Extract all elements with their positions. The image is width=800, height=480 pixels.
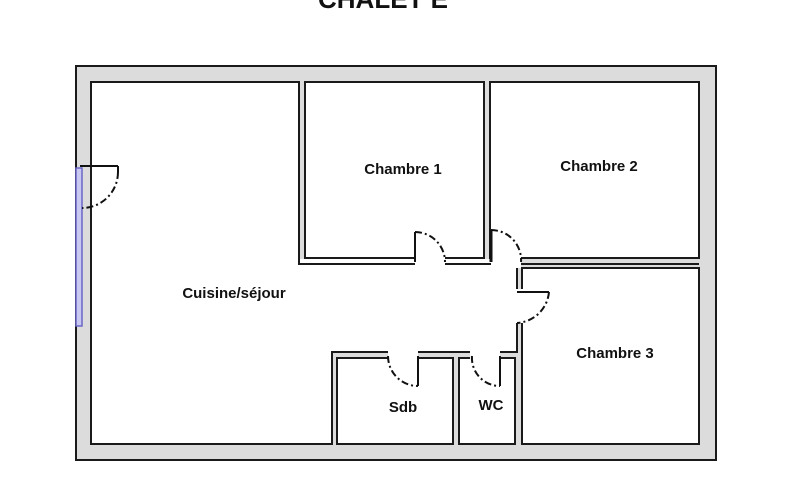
- door-chambre-3: [516, 291, 550, 324]
- label-sdb: Sdb: [389, 399, 417, 416]
- room-cuisine-sejour: [90, 81, 518, 445]
- door-wc: [470, 355, 501, 388]
- door-gap-sdb: [388, 350, 418, 360]
- room-chambre-2: [489, 81, 700, 259]
- door-chambre-2: [489, 228, 523, 263]
- room-chambre-3: [521, 267, 700, 445]
- label-chambre-3: Chambre 3: [576, 345, 654, 362]
- plan-title: CHALET E: [318, 0, 448, 14]
- label-cuisine-sejour: Cuisine/séjour: [182, 285, 286, 302]
- door-gap-wc: [470, 350, 500, 360]
- room-wc: [458, 357, 516, 445]
- hallway-opening: [300, 259, 516, 266]
- label-chambre-2: Chambre 2: [560, 158, 638, 175]
- door-gap-chambre-3: [515, 289, 525, 323]
- window-left: [75, 167, 83, 327]
- door-chambre-1: [414, 231, 446, 263]
- label-chambre-1: Chambre 1: [364, 161, 442, 178]
- entry-door: [80, 165, 119, 209]
- label-wc: WC: [479, 397, 504, 414]
- door-sdb: [387, 355, 419, 387]
